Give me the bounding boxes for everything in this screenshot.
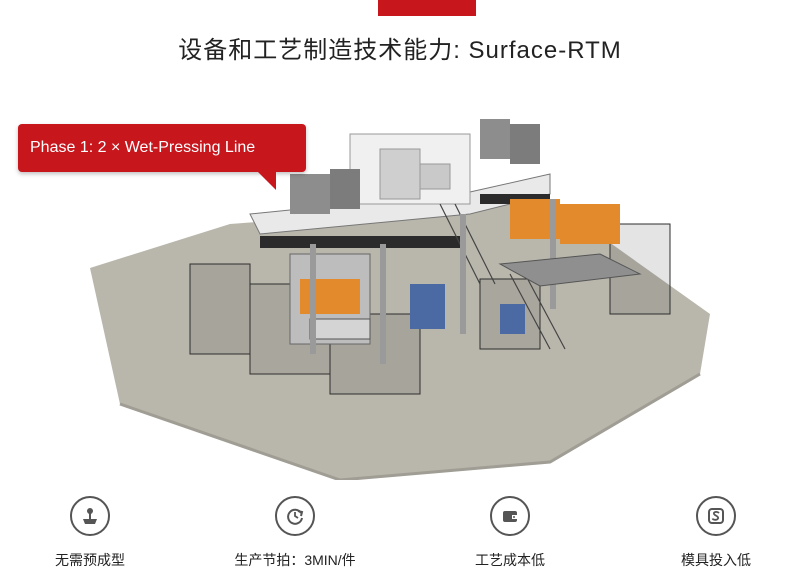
feature-cycle-time: 生产节拍：3MIN/件: [205, 496, 385, 570]
production-line-illustration: [90, 119, 710, 480]
phase-callout-text: Phase 1: 2 × Wet-Pressing Line: [30, 139, 256, 156]
page-title: 设备和工艺制造技术能力: Surface-RTM: [178, 37, 622, 64]
wallet-icon: [490, 496, 530, 536]
feature-list: 无需预成型 生产节拍：3MIN/件 工艺成本低: [0, 496, 800, 587]
feature-low-mold-investment: 模具投入低: [626, 496, 800, 570]
feature-no-preform: 无需预成型: [0, 496, 180, 570]
phase-callout: Phase 1: 2 × Wet-Pressing Line: [18, 124, 306, 190]
feature-label: 无需预成型: [55, 552, 125, 568]
feature-label: 工艺成本低: [475, 552, 545, 568]
s-badge-icon: [696, 496, 736, 536]
feature-label: 模具投入低: [681, 552, 751, 568]
joystick-icon: [70, 496, 110, 536]
feature-label: 生产节拍：3MIN/件: [234, 552, 356, 568]
top-accent-bar: [378, 0, 476, 16]
feature-low-process-cost: 工艺成本低: [420, 496, 600, 570]
cycle-icon: [275, 496, 315, 536]
